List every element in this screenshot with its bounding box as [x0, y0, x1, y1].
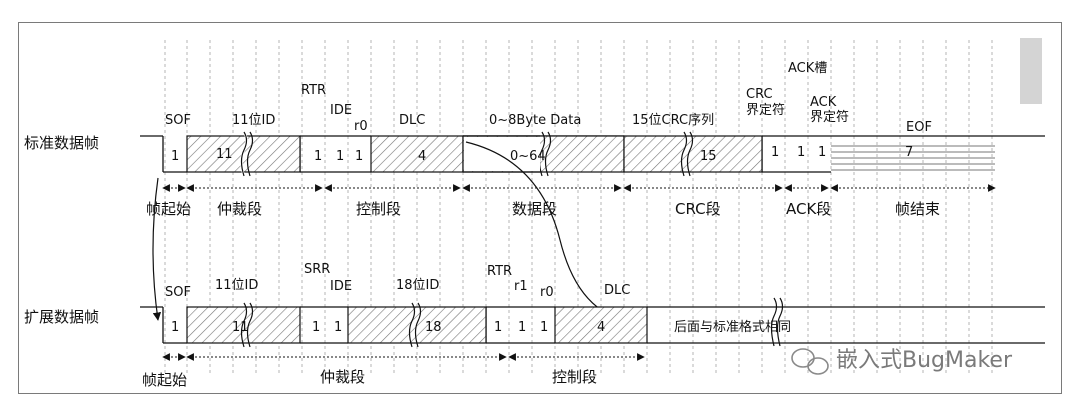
connector-sof	[152, 177, 162, 321]
ext-value-ide: 1	[334, 320, 342, 335]
ext-field-sof: SOF	[165, 285, 191, 300]
value-r0: 1	[355, 149, 363, 164]
ext-value-sof: 1	[171, 320, 179, 335]
value-crc: 15	[700, 149, 717, 164]
ext-field-dlc: DLC	[604, 283, 630, 298]
value-sof: 1	[171, 149, 179, 164]
field-dlc: DLC	[399, 113, 425, 128]
value-id: 11	[216, 147, 233, 162]
ext-field-18bit-id: 18位ID	[396, 278, 439, 293]
guide-lines	[164, 40, 993, 375]
segment-arbitration: 仲裁段	[217, 200, 262, 218]
row-label-extended: 扩展数据帧	[24, 308, 99, 326]
segment-control: 控制段	[356, 200, 401, 218]
ext-value-r1: 1	[518, 320, 526, 335]
value-eof: 7	[905, 145, 913, 160]
ext-segment-arbitration: 仲裁段	[320, 368, 365, 386]
value-rtr: 1	[314, 149, 322, 164]
ext-value-srr: 1	[312, 320, 320, 335]
value-crc-delim: 1	[771, 145, 779, 160]
segment-crc: CRC段	[675, 200, 721, 218]
field-11bit-id: 11位ID	[232, 113, 275, 128]
field-rtr: RTR	[301, 83, 326, 98]
ext-value-id18: 18	[425, 320, 442, 335]
field-ack-delim-2: 界定符	[810, 109, 849, 125]
ext-field-rtr: RTR	[487, 264, 512, 279]
ext-value-dlc: 4	[597, 320, 605, 335]
value-ide: 1	[336, 149, 344, 164]
ext-field-ide: IDE	[330, 279, 352, 294]
row-label-standard: 标准数据帧	[24, 134, 99, 152]
segment-eof: 帧结束	[895, 200, 940, 218]
field-ack-slot: ACK槽	[788, 61, 827, 76]
segment-sof: 帧起始	[146, 200, 191, 218]
ext-value-r0: 1	[540, 320, 548, 335]
same-as-standard-note: 后面与标准格式相同	[674, 319, 791, 335]
ext-value-rtr: 1	[494, 320, 502, 335]
field-crc-delim-1: CRC	[746, 87, 773, 102]
ext-field-r0: r0	[540, 285, 554, 300]
field-data: 0~8Byte Data	[489, 113, 581, 128]
watermark-text: 嵌入式BugMaker	[836, 348, 1013, 373]
value-ack-delim: 1	[818, 145, 826, 160]
scrollbar-thumb[interactable]	[1020, 38, 1042, 104]
segment-ack: ACK段	[786, 200, 831, 218]
field-r0: r0	[354, 119, 368, 134]
field-ide: IDE	[330, 103, 352, 118]
wechat-icon	[791, 348, 829, 375]
field-crc-delim-2: 界定符	[746, 102, 785, 118]
extended-hatched-fields	[186, 297, 784, 348]
field-eof: EOF	[906, 120, 932, 135]
ext-field-11bit-id: 11位ID	[215, 278, 258, 293]
value-dlc: 4	[418, 149, 426, 164]
value-data: 0~64	[510, 149, 546, 164]
wechat-watermark: 嵌入式BugMaker	[791, 348, 1013, 375]
extended-waveform	[140, 306, 1045, 344]
field-crc-seq: 15位CRC序列	[632, 113, 714, 128]
segment-data: 数据段	[512, 200, 557, 218]
ext-segment-control: 控制段	[552, 368, 597, 386]
eof-stripes	[831, 145, 995, 171]
field-ack-delim-1: ACK	[810, 95, 837, 110]
ext-value-id11: 11	[232, 320, 249, 335]
ext-field-r1: r1	[514, 279, 528, 294]
ext-field-srr: SRR	[304, 262, 330, 277]
value-ack-slot: 1	[797, 145, 805, 160]
standard-hatched-fields	[186, 131, 763, 177]
field-sof: SOF	[165, 113, 191, 128]
ext-segment-sof: 帧起始	[142, 371, 187, 389]
